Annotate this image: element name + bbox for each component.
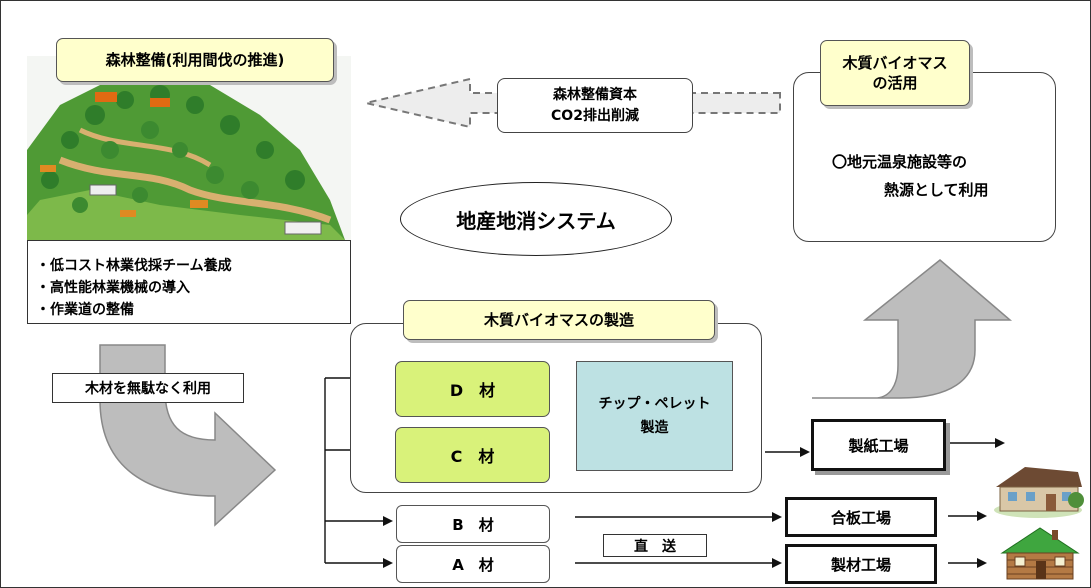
forest-measures-box: ・低コスト林業伐採チーム養成 ・高性能林業機械の導入 ・作業道の整備 <box>27 240 351 324</box>
biomass-use-text-line1: 〇地元温泉施設等の <box>832 153 968 171</box>
chip-pellet-line2: 製造 <box>640 420 669 436</box>
b-material-box: B 材 <box>396 505 550 543</box>
biomass-production-title: 木質バイオマスの製造 <box>483 310 634 329</box>
sawmill-label: 製材工場 <box>830 555 891 574</box>
return-forest-capital: 森林整備資本 <box>553 87 637 103</box>
forest-title-box: 森林整備(利用間伐の推進) <box>56 38 334 82</box>
biomass-use-title-line2: の活用 <box>872 74 918 92</box>
house-icon-upper <box>994 467 1084 518</box>
return-arrow-label-box: 森林整備資本 CO2排出削減 <box>497 78 693 133</box>
c-material-label: C 材 <box>450 447 495 466</box>
plywood-factory-box: 合板工場 <box>785 497 937 537</box>
chip-pellet-line1: チップ・ペレット <box>598 396 711 412</box>
use-wood-label-box: 木材を無駄なく利用 <box>52 373 244 403</box>
local-system-ellipse: 地産地消システム <box>400 182 672 256</box>
d-material-box: D 材 <box>395 361 550 417</box>
measure-low-cost-team: ・低コスト林業伐採チーム養成 <box>36 258 232 274</box>
local-system-label: 地産地消システム <box>456 208 616 233</box>
chip-pellet-box: チップ・ペレット 製造 <box>576 361 733 471</box>
return-co2-reduction: CO2排出削減 <box>551 108 639 124</box>
c-material-box: C 材 <box>395 427 550 483</box>
direct-shipping-box: 直 送 <box>603 534 707 557</box>
measure-high-performance-machines: ・高性能林業機械の導入 <box>36 280 190 296</box>
house-icon-lower <box>1000 527 1080 580</box>
measure-work-roads: ・作業道の整備 <box>36 302 134 318</box>
biomass-up-arrow-shape <box>812 259 1013 399</box>
plywood-factory-label: 合板工場 <box>830 508 891 527</box>
biomass-use-text: 〇地元温泉施設等の 熱源として利用 <box>832 148 989 204</box>
d-material-label: D 材 <box>449 381 496 400</box>
a-material-box: A 材 <box>396 545 550 583</box>
a-material-label: A 材 <box>452 555 494 574</box>
direct-shipping-label: 直 送 <box>634 538 676 555</box>
b-material-label: B 材 <box>452 515 494 534</box>
use-wood-label: 木材を無駄なく利用 <box>85 381 211 397</box>
biomass-use-title-line1: 木質バイオマス <box>842 53 948 72</box>
biomass-production-title-box: 木質バイオマスの製造 <box>403 300 715 340</box>
biomass-use-text-line2: 熱源として利用 <box>884 181 989 199</box>
forest-title: 森林整備(利用間伐の推進) <box>105 50 285 69</box>
biomass-use-title-box: 木質バイオマス の活用 <box>820 40 970 106</box>
sawmill-box: 製材工場 <box>785 544 937 584</box>
paper-mill-box: 製紙工場 <box>811 419 946 471</box>
paper-mill-label: 製紙工場 <box>848 436 909 455</box>
